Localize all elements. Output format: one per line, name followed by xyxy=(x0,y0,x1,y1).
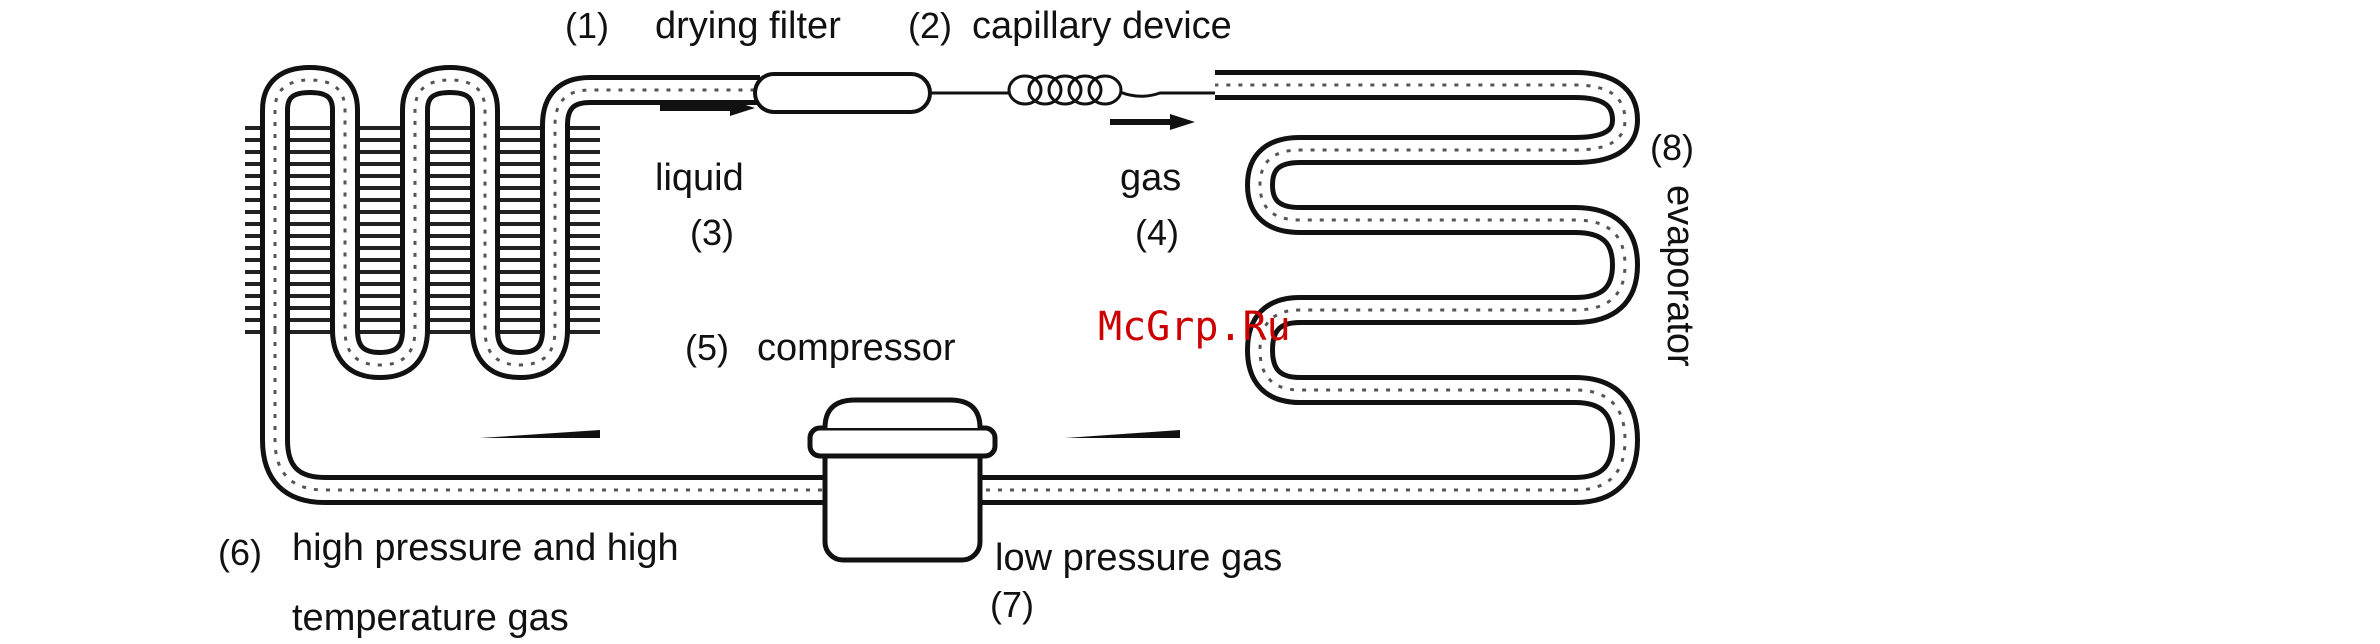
label-high-pressure-line2: temperature gas xyxy=(292,597,569,639)
label-number-6: (6) xyxy=(218,532,262,573)
label-number-1: (1) xyxy=(565,5,609,46)
flow-arrow-low-pressure xyxy=(1065,430,1180,438)
drying-filter xyxy=(755,74,960,112)
label-number-5: (5) xyxy=(685,327,729,368)
label-compressor: compressor xyxy=(757,327,956,369)
label-capillary-device: capillary device xyxy=(972,5,1232,47)
label-number-4: (4) xyxy=(1135,212,1179,253)
capillary-device xyxy=(960,76,1215,104)
label-evaporator: evaporator xyxy=(1659,185,1701,367)
label-number-3: (3) xyxy=(690,212,734,253)
flow-arrow-gas xyxy=(1110,114,1195,130)
flow-arrow-high-pressure xyxy=(480,430,600,438)
label-number-7: (7) xyxy=(990,584,1034,625)
label-liquid: liquid xyxy=(655,157,744,199)
label-high-pressure-line1: high pressure and high xyxy=(292,527,679,569)
label-drying-filter: drying filter xyxy=(655,5,841,47)
label-low-pressure-gas: low pressure gas xyxy=(995,537,1282,579)
compressor xyxy=(810,400,995,560)
label-number-2: (2) xyxy=(908,5,952,46)
watermark: McGrp.Ru xyxy=(1098,304,1291,350)
label-gas: gas xyxy=(1120,157,1181,199)
label-number-8: (8) xyxy=(1650,127,1694,168)
